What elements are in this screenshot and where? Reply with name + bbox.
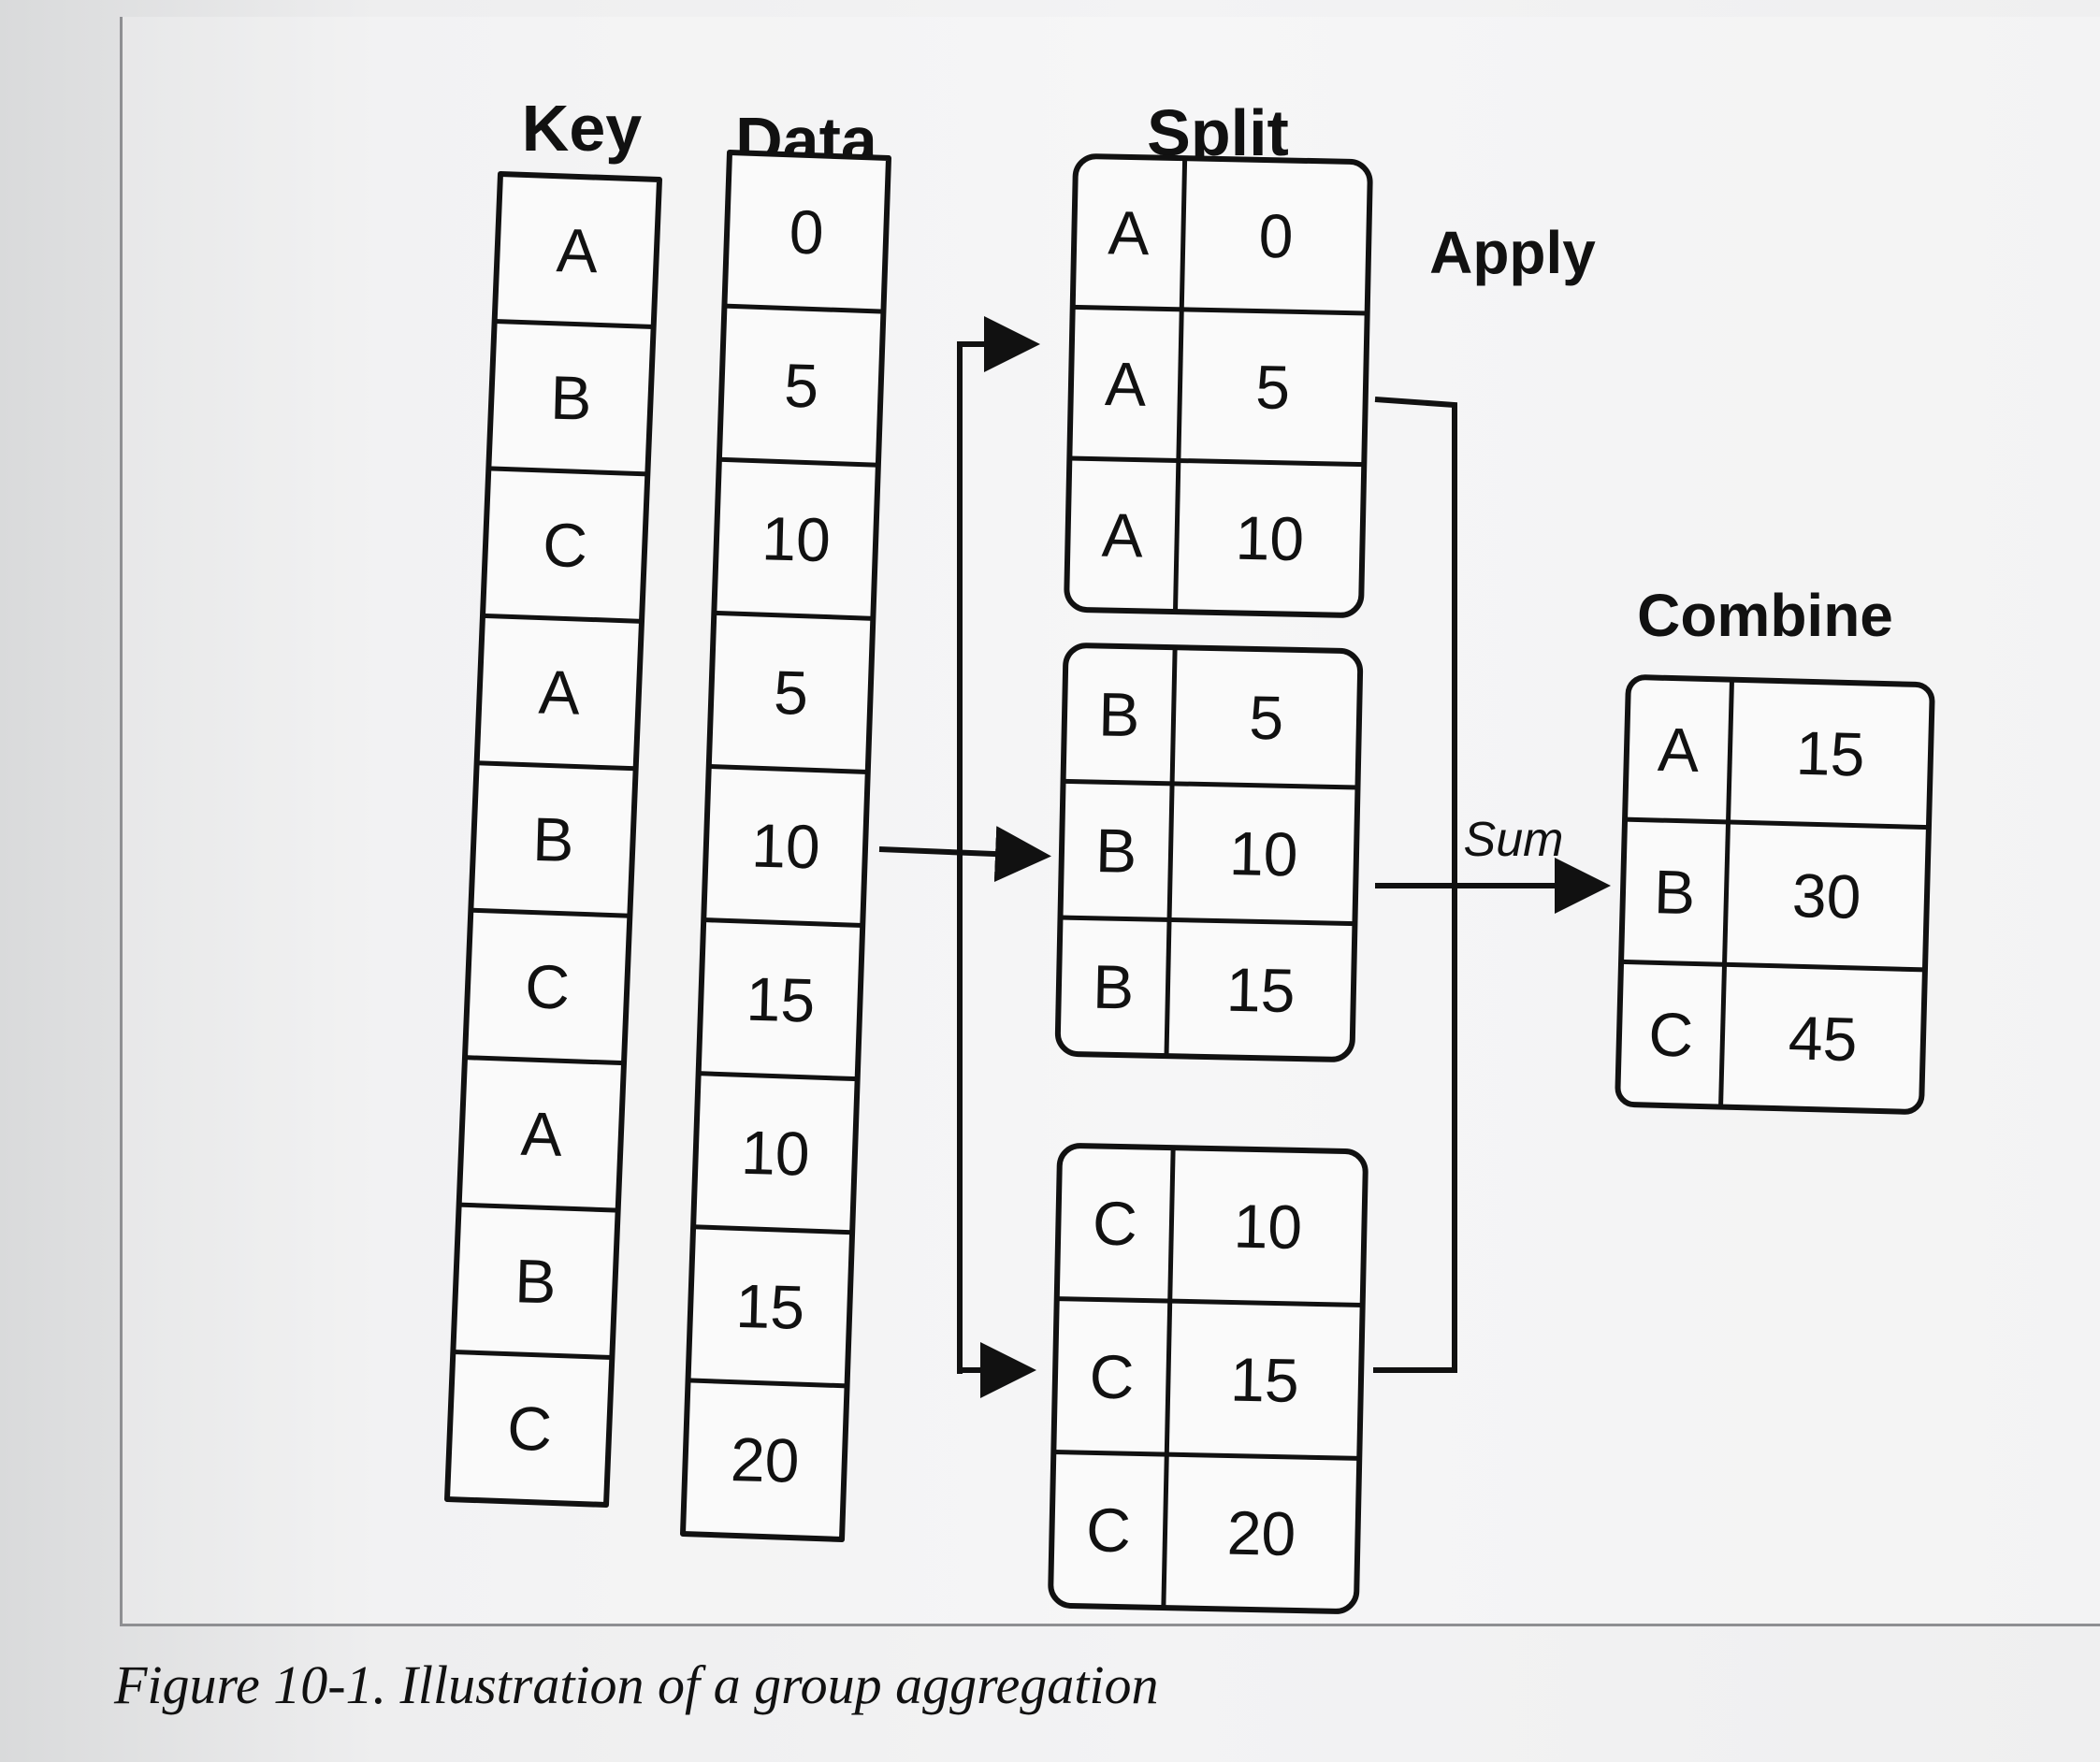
data-column-cell: 15 (735, 1271, 805, 1342)
split-group-box (1064, 153, 1373, 618)
data-column-cell: 5 (773, 657, 809, 728)
combine-row-divider (1620, 959, 1926, 973)
combine-key-cell: C (1648, 999, 1695, 1069)
data-column-divider (718, 456, 878, 468)
split-group-row-divider (1060, 915, 1355, 927)
combine-value-cell: 30 (1791, 860, 1861, 932)
key-column-cell: C (524, 951, 571, 1021)
key-column-divider (471, 907, 630, 918)
combine-box: A 15B 30C 45 (1615, 674, 1935, 1115)
key-column-divider (458, 1202, 618, 1213)
key-column-divider (464, 1055, 625, 1066)
combine-value-cell: 15 (1795, 718, 1865, 789)
combine-label: Combine (1637, 582, 1893, 649)
split-value-cell: 0 (1258, 201, 1294, 271)
data-column-cell: 10 (740, 1118, 810, 1189)
key-column-divider (482, 613, 643, 624)
split-to-b-arrow (878, 826, 1051, 883)
data-column-cell: 5 (783, 351, 819, 421)
data-column-cell: 0 (789, 197, 825, 267)
combine-key-cell: A (1657, 715, 1700, 785)
data-column-cell: 10 (760, 503, 831, 574)
key-column-cell: A (520, 1099, 563, 1169)
split-group-row-divider (1069, 455, 1365, 468)
split-group-column-divider (1161, 1148, 1176, 1609)
split-group-row-divider (1072, 304, 1368, 316)
data-column-divider (703, 917, 863, 929)
split-key-cell: B (1098, 679, 1141, 749)
flow-arrows (878, 316, 1611, 1398)
split-group-row-divider (1053, 1450, 1360, 1461)
split-key-cell: C (1092, 1188, 1137, 1258)
split-key-cell: A (1101, 500, 1144, 570)
data-column-divider (698, 1071, 858, 1082)
key-column-cell: B (550, 363, 593, 433)
split-group-row-divider (1063, 778, 1358, 790)
data-column: 0 5 10 5 10 15 10 15 20 (680, 150, 891, 1542)
split-value-cell: 10 (1233, 1192, 1303, 1263)
data-column-cell: 15 (746, 964, 816, 1035)
split-to-a-arrow (957, 316, 1040, 1374)
split-key-cell: B (1095, 816, 1138, 886)
split-key-cell: C (1089, 1341, 1135, 1411)
key-column: A B C A B C A B C (444, 171, 662, 1508)
split-key-cell: A (1105, 349, 1148, 419)
split-value-cell: 15 (1230, 1345, 1300, 1416)
split-value-cell: 10 (1235, 503, 1305, 574)
key-column-cell: B (532, 804, 575, 874)
key-column-divider (494, 318, 654, 329)
figure-caption: Figure 10-1. Illustration of a group agg… (114, 1654, 1159, 1715)
split-group-box (1048, 1143, 1369, 1614)
split-value-cell: 5 (1255, 352, 1291, 422)
data-column-divider (714, 610, 874, 621)
key-column-divider (488, 466, 648, 477)
data-column-divider (688, 1378, 847, 1389)
split-group-column-divider (1164, 647, 1178, 1057)
split-value-cell: 10 (1228, 818, 1298, 889)
split-group-box (1054, 643, 1364, 1062)
combine-column-divider (1718, 679, 1734, 1107)
data-column-cell: 20 (730, 1424, 800, 1495)
data-column-divider (708, 763, 868, 774)
split-value-cell: 20 (1226, 1497, 1296, 1568)
combine-table: A 15B 30C 45 (1615, 674, 1935, 1115)
key-column-cell: A (538, 657, 581, 727)
combine-box-outline (1615, 674, 1935, 1115)
key-column-divider (453, 1350, 613, 1361)
combine-key-cell: B (1653, 857, 1696, 927)
key-column-cell: B (514, 1246, 558, 1316)
combine-value-cell: 45 (1788, 1003, 1858, 1074)
apply-label: Apply (1429, 219, 1596, 286)
key-column-cell: A (556, 215, 599, 285)
key-header: Key (522, 92, 642, 165)
combine-row-divider (1624, 816, 1930, 830)
sum-label: Sum (1464, 813, 1564, 867)
split-value-cell: 5 (1249, 683, 1284, 753)
data-column-divider (724, 303, 884, 314)
split-group-row-divider (1056, 1296, 1363, 1307)
key-column-cell: C (506, 1394, 553, 1464)
data-column-divider (693, 1224, 853, 1235)
split-key-cell: B (1092, 952, 1135, 1022)
key-column-cell: C (542, 510, 588, 580)
key-column-divider (476, 760, 636, 772)
split-key-cell: C (1085, 1495, 1131, 1565)
split-group-column-divider (1172, 158, 1188, 613)
split-value-cell: 15 (1225, 955, 1296, 1026)
data-column-cell: 10 (750, 811, 820, 882)
split-key-cell: A (1108, 197, 1151, 267)
